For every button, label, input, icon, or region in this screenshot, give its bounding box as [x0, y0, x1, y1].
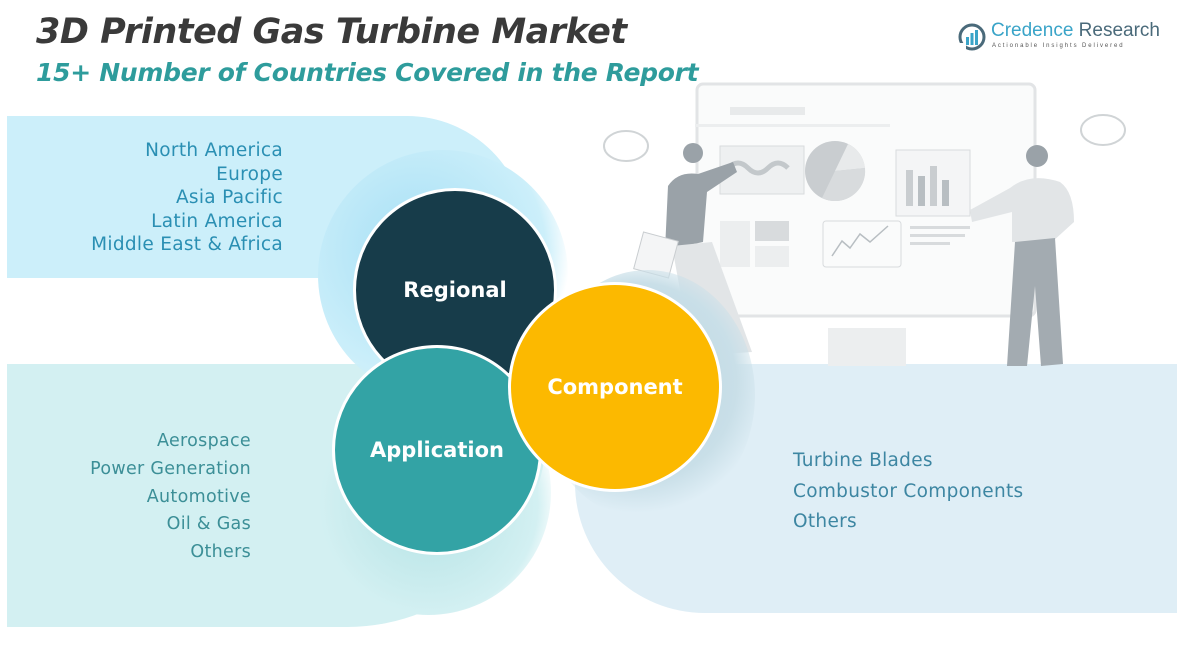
regional-item: Asia Pacific — [175, 187, 283, 208]
regional-item: Latin America — [151, 210, 283, 232]
speech-bubble-icon — [603, 130, 649, 162]
logo-bar-chart-icon — [958, 23, 986, 51]
application-item: Others — [190, 542, 251, 563]
line-chart-icon — [822, 220, 902, 268]
logo-name-part1: Credence — [991, 20, 1074, 41]
regional-item: Middle East & Africa — [91, 234, 283, 255]
speech-bubble-icon — [1080, 114, 1126, 146]
component-list: Turbine Blades Combustor Components Othe… — [793, 446, 1023, 538]
application-circle: Application — [332, 345, 542, 555]
monitor-frame — [695, 82, 1037, 318]
brand-logo: Credence Research Actionable Insights De… — [958, 20, 1160, 56]
application-item: Automotive — [146, 486, 251, 507]
page-subtitle: 15+ Number of Countries Covered in the R… — [36, 58, 699, 87]
component-item: Turbine Blades — [793, 450, 933, 471]
regional-item: North America — [145, 140, 283, 161]
application-item: Aerospace — [157, 431, 251, 451]
application-list: Aerospace Power Generation Automotive Oi… — [90, 428, 251, 567]
man-figure — [970, 145, 1074, 366]
component-circle: Component — [508, 282, 722, 492]
logo-wordmark: Credence Research — [991, 20, 1160, 42]
presentation-illustration — [603, 82, 1126, 366]
logo-tagline: Actionable Insights Delivered — [992, 43, 1125, 49]
application-label: Application — [370, 438, 504, 462]
page-title: 3D Printed Gas Turbine Market — [36, 12, 627, 52]
component-label: Component — [547, 375, 683, 399]
regional-item: Europe — [216, 163, 283, 185]
application-item: Power Generation — [90, 458, 251, 479]
component-item: Combustor Components — [793, 480, 1024, 502]
component-item: Others — [793, 511, 857, 532]
logo-name-part2: Research — [1073, 20, 1160, 41]
regional-list: North America Europe Asia Pacific Latin … — [91, 139, 283, 257]
application-item: Oil & Gas — [166, 514, 251, 535]
regional-label: Regional — [403, 278, 507, 302]
